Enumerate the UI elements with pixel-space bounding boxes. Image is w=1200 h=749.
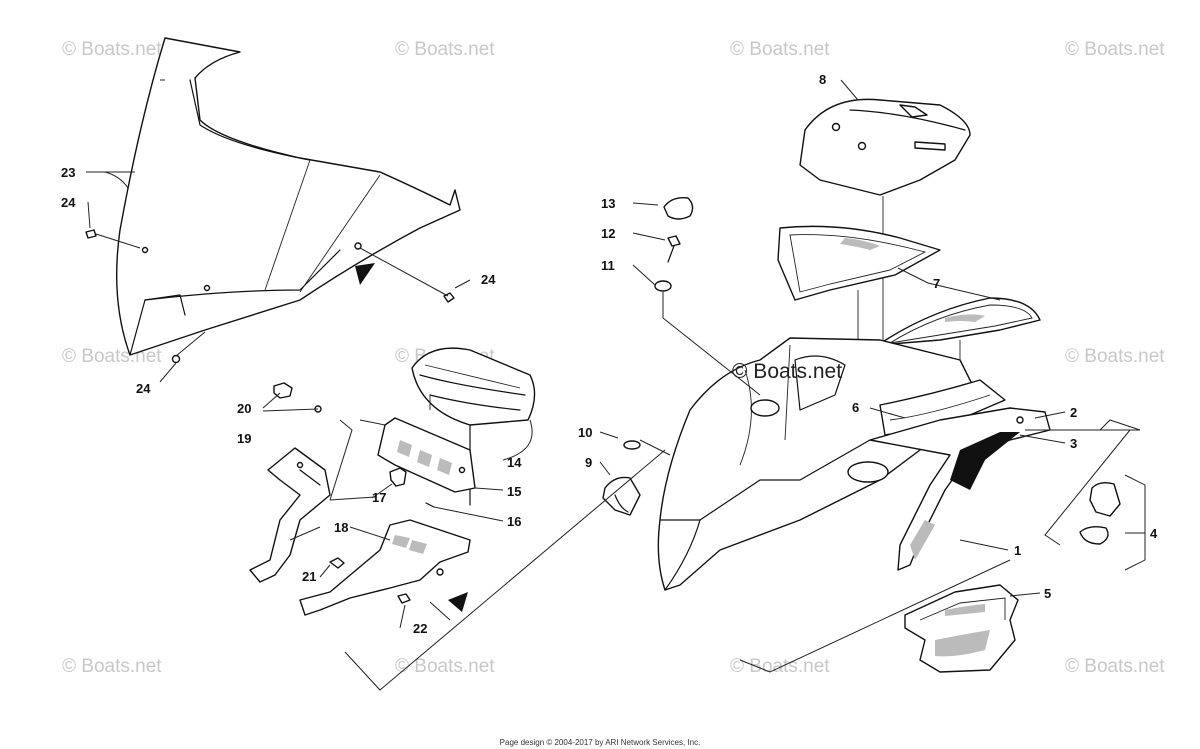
ignition-switch [602,440,641,516]
callout-7: 7 [933,276,940,291]
callout-24: 24 [61,195,76,210]
watermark: © Boats.net [730,656,830,677]
lenses [777,225,1041,400]
callout-5: 5 [1044,586,1051,601]
leader-lines [86,79,1146,691]
callout-labels: 1 2 3 4 5 6 7 8 9 10 11 12 13 14 15 16 1… [61,72,1158,636]
socket-assembly [1079,481,1121,545]
callout-6: 6 [852,400,859,415]
instrument-cover [799,98,971,350]
decal-panel [904,584,1019,673]
watermark: © Boats.net [395,39,495,60]
watermark: © Boats.net [62,656,162,677]
callout-14: 14 [507,455,522,470]
gauge-cluster [411,347,536,506]
callout-15: 15 [507,484,521,499]
key-assembly [654,197,694,318]
callout-19: 19 [237,431,251,446]
side-panel [869,407,1051,571]
callout-22: 22 [413,621,427,636]
watermark: © Boats.net [1065,656,1165,677]
callout-21: 21 [302,569,316,584]
windshield-screws [85,229,455,364]
callout-8: 8 [819,72,826,87]
callout-10: 10 [578,425,592,440]
callout-4: 4 [1150,526,1158,541]
hood-panel [657,337,1006,591]
callout-23: 23 [61,165,75,180]
callout-13: 13 [601,196,615,211]
callout-17: 17 [372,490,386,505]
callout-1: 1 [1014,543,1021,558]
callout-12: 12 [601,226,615,241]
callout-11: 11 [601,258,615,273]
windshield [115,37,461,356]
mount-brackets [249,447,471,616]
callout-2: 2 [1070,405,1077,420]
watermark-center: © Boats.net [732,360,842,383]
callout-3: 3 [1070,436,1077,451]
watermark: © Boats.net [62,39,162,60]
callout-18: 18 [334,520,348,535]
callout-24: 24 [136,381,151,396]
watermark: © Boats.net [1065,346,1165,367]
gauge-bracket [377,417,476,493]
footer-copyright: Page design © 2004-2017 by ARI Network S… [499,738,701,747]
callout-24: 24 [481,272,496,287]
watermark: © Boats.net [1065,39,1165,60]
hardware-parts [273,382,435,508]
callout-20: 20 [237,401,251,416]
callout-16: 16 [507,514,521,529]
watermark-group: © Boats.net © Boats.net © Boats.net © Bo… [62,39,1165,677]
watermark: © Boats.net [730,39,830,60]
watermark: © Boats.net [395,656,495,677]
callout-9: 9 [585,455,592,470]
